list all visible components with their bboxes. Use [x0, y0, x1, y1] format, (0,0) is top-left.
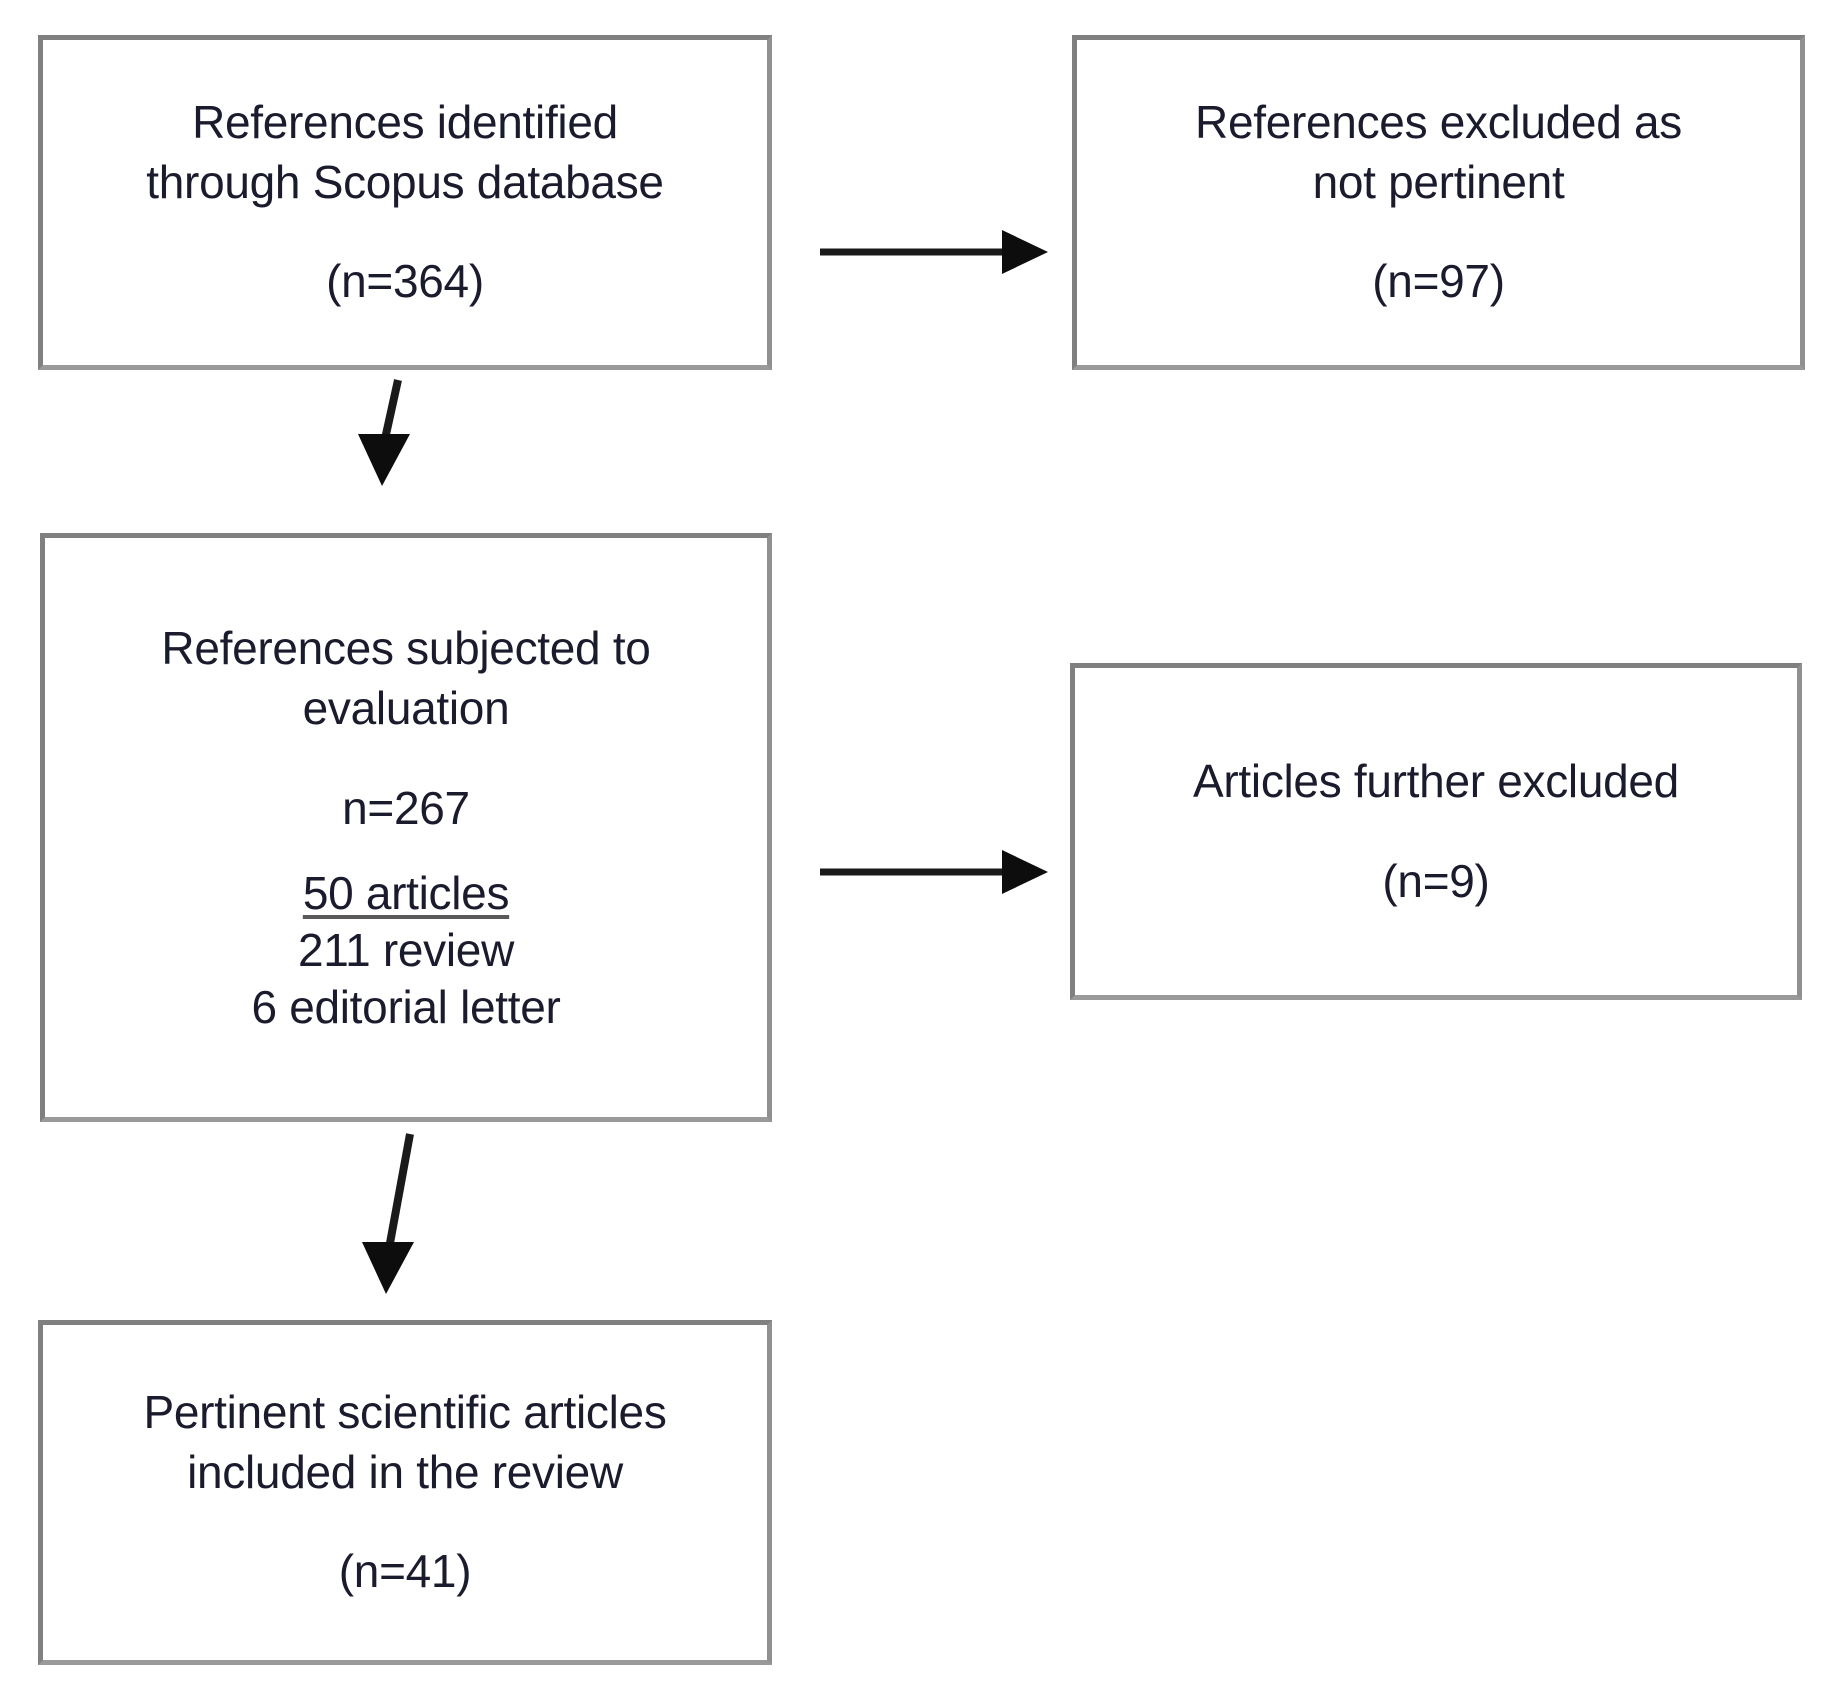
box-line: Articles further excluded [1193, 754, 1679, 807]
references-identified-box: References identified through Scopus dat… [38, 35, 772, 370]
box-line: not pertinent [1312, 155, 1565, 208]
box-line: evaluation [302, 682, 510, 735]
box-line: through Scopus database [146, 155, 664, 208]
breakdown-articles: 50 articles [302, 866, 510, 919]
arrow-head [358, 434, 410, 486]
arrow-head [1002, 230, 1048, 274]
arrow-shaft [384, 1133, 414, 1255]
references-excluded-box: References excluded as not pertinent (n=… [1072, 35, 1805, 370]
box-count-label: n=267 [342, 781, 470, 834]
box-line: References subjected to [161, 622, 651, 675]
box-line: included in the review [187, 1445, 623, 1498]
articles-included-box: Pertinent scientific articles included i… [38, 1320, 772, 1665]
arrow-evaluation-to-included [350, 1120, 510, 1325]
breakdown-reviews: 211 review [297, 923, 515, 976]
box-count-label: (n=41) [338, 1545, 472, 1598]
box-line: References identified [192, 95, 618, 148]
references-evaluated-box: References subjected to evaluation n=267… [40, 533, 772, 1122]
arrow-identified-to-evaluation [350, 370, 510, 535]
articles-further-excluded-box: Articles further excluded (n=9) [1070, 663, 1802, 1000]
box-count-label: (n=97) [1372, 255, 1505, 308]
box-line: References excluded as [1195, 95, 1682, 148]
breakdown-editorial-letters: 6 editorial letter [251, 980, 561, 1033]
arrow-head [362, 1242, 414, 1294]
box-line: Pertinent scientific articles [143, 1385, 667, 1438]
arrow-evaluation-to-further-excluded [820, 820, 1060, 930]
arrow-head [1002, 850, 1048, 894]
box-count-label: (n=9) [1382, 854, 1490, 907]
arrow-identified-to-excluded [820, 200, 1060, 310]
box-count-label: (n=364) [326, 255, 484, 308]
